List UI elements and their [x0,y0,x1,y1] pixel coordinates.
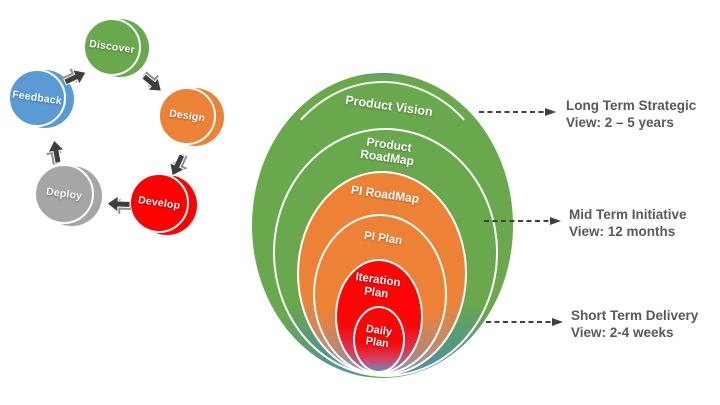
dashed-arrow-short-term-icon [486,318,563,326]
cycle-label-discover: Discover [88,37,136,57]
annotation-long-term: Long Term Strategic View: 2 – 5 years [566,98,697,130]
circle-face: Deploy [34,164,94,224]
onion-label-daily-plan: Daily Plan [364,322,393,351]
arrow-design-to-develop-icon [169,152,189,177]
circle-face: Feedback [8,69,66,127]
cycle-circle-design: Design [158,87,224,147]
circle-face: Develop [129,173,189,233]
arrow-discover-to-design-icon [141,70,163,92]
cycle-circle-develop: Develop [129,173,197,235]
arrow-deploy-to-feedback-icon [46,139,65,166]
circle-face: Design [158,87,216,145]
oval-highlight [261,81,504,364]
circle-face: Discover [83,18,141,76]
oval-daily-plan [353,306,405,373]
dashed-arrow-mid-term-icon [484,217,561,225]
cycle-circle-feedback: Feedback [8,69,74,129]
arrow-develop-to-deploy-icon [106,195,132,215]
cycle-circle-deploy: Deploy [34,164,102,226]
dashed-arrow-long-term-icon [479,108,556,116]
cycle-label-deploy: Deploy [45,185,83,203]
cycle-circle-discover: Discover [83,18,149,78]
annotation-short-term: Short Term Delivery View: 2-4 weeks [571,308,699,340]
annotation-mid-term: Mid Term Initiative View: 12 months [569,207,687,239]
cycle-label-feedback: Feedback [11,88,63,108]
cycle-label-design: Design [168,107,206,125]
cycle-label-develop: Develop [137,194,181,212]
arrow-feedback-to-discover-icon [60,68,87,86]
